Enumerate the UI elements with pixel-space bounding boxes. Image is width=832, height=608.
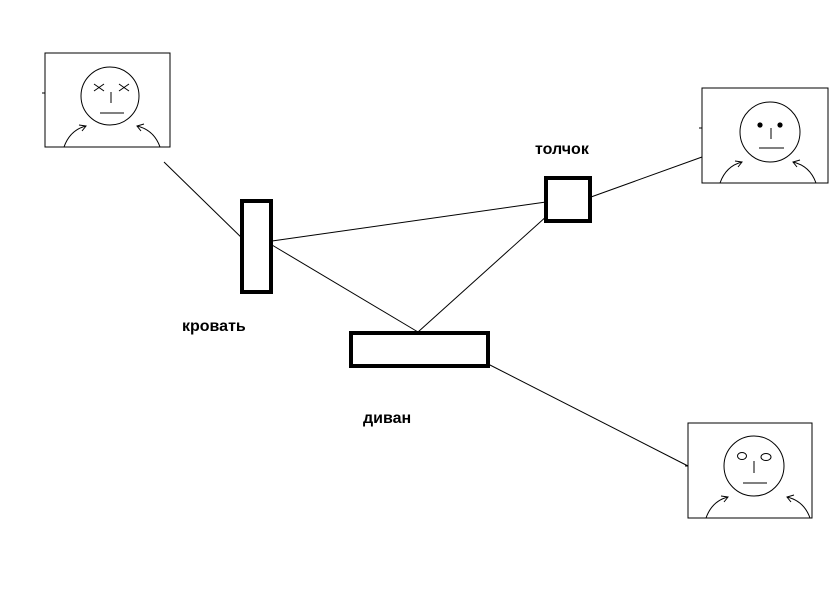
face-head — [80, 66, 140, 126]
bed-label: кровать — [182, 318, 246, 335]
open-eye-left-icon — [737, 452, 747, 460]
bed-block — [240, 199, 273, 294]
connectors — [163, 156, 703, 467]
face-card-open-eyes — [685, 422, 813, 519]
arm-right — [786, 496, 811, 519]
connector-toilet-to-face-tr — [590, 156, 703, 198]
arm-right-hook — [136, 123, 145, 132]
toilet-label: толчок — [535, 141, 590, 158]
arm-right-hook — [792, 159, 801, 168]
face-frame — [701, 87, 829, 184]
arm-left-hook — [734, 160, 743, 168]
toilet-block — [544, 176, 592, 223]
arm-right — [792, 161, 817, 184]
connector-face-tl-to-bed — [163, 161, 248, 244]
crossed-eye-right-icon — [118, 83, 130, 92]
dot-eye-right-icon — [777, 122, 783, 128]
face-head — [723, 435, 785, 497]
face-card-dot-eyes — [699, 87, 829, 184]
connector-bed-to-toilet — [271, 201, 547, 242]
connector-bed-to-sofa — [271, 244, 419, 333]
face-head — [739, 101, 801, 163]
arm-right-hook — [786, 494, 795, 503]
arm-left-hook — [720, 495, 729, 503]
face-card-crossed-eyes — [42, 52, 171, 148]
open-eye-right-icon — [760, 453, 772, 461]
connector-sofa-to-face-br — [487, 363, 689, 467]
sofa-label: диван — [363, 410, 411, 427]
crossed-eye-left-icon — [93, 83, 105, 92]
arm-left — [719, 161, 743, 184]
dot-eye-left-icon — [757, 122, 763, 128]
arm-right — [136, 125, 161, 148]
face-frame — [687, 422, 813, 519]
arm-left — [63, 125, 87, 148]
connector-sofa-to-toilet — [417, 214, 549, 333]
sofa-block — [349, 331, 490, 368]
arm-left-hook — [78, 124, 87, 132]
arm-left — [705, 496, 729, 519]
